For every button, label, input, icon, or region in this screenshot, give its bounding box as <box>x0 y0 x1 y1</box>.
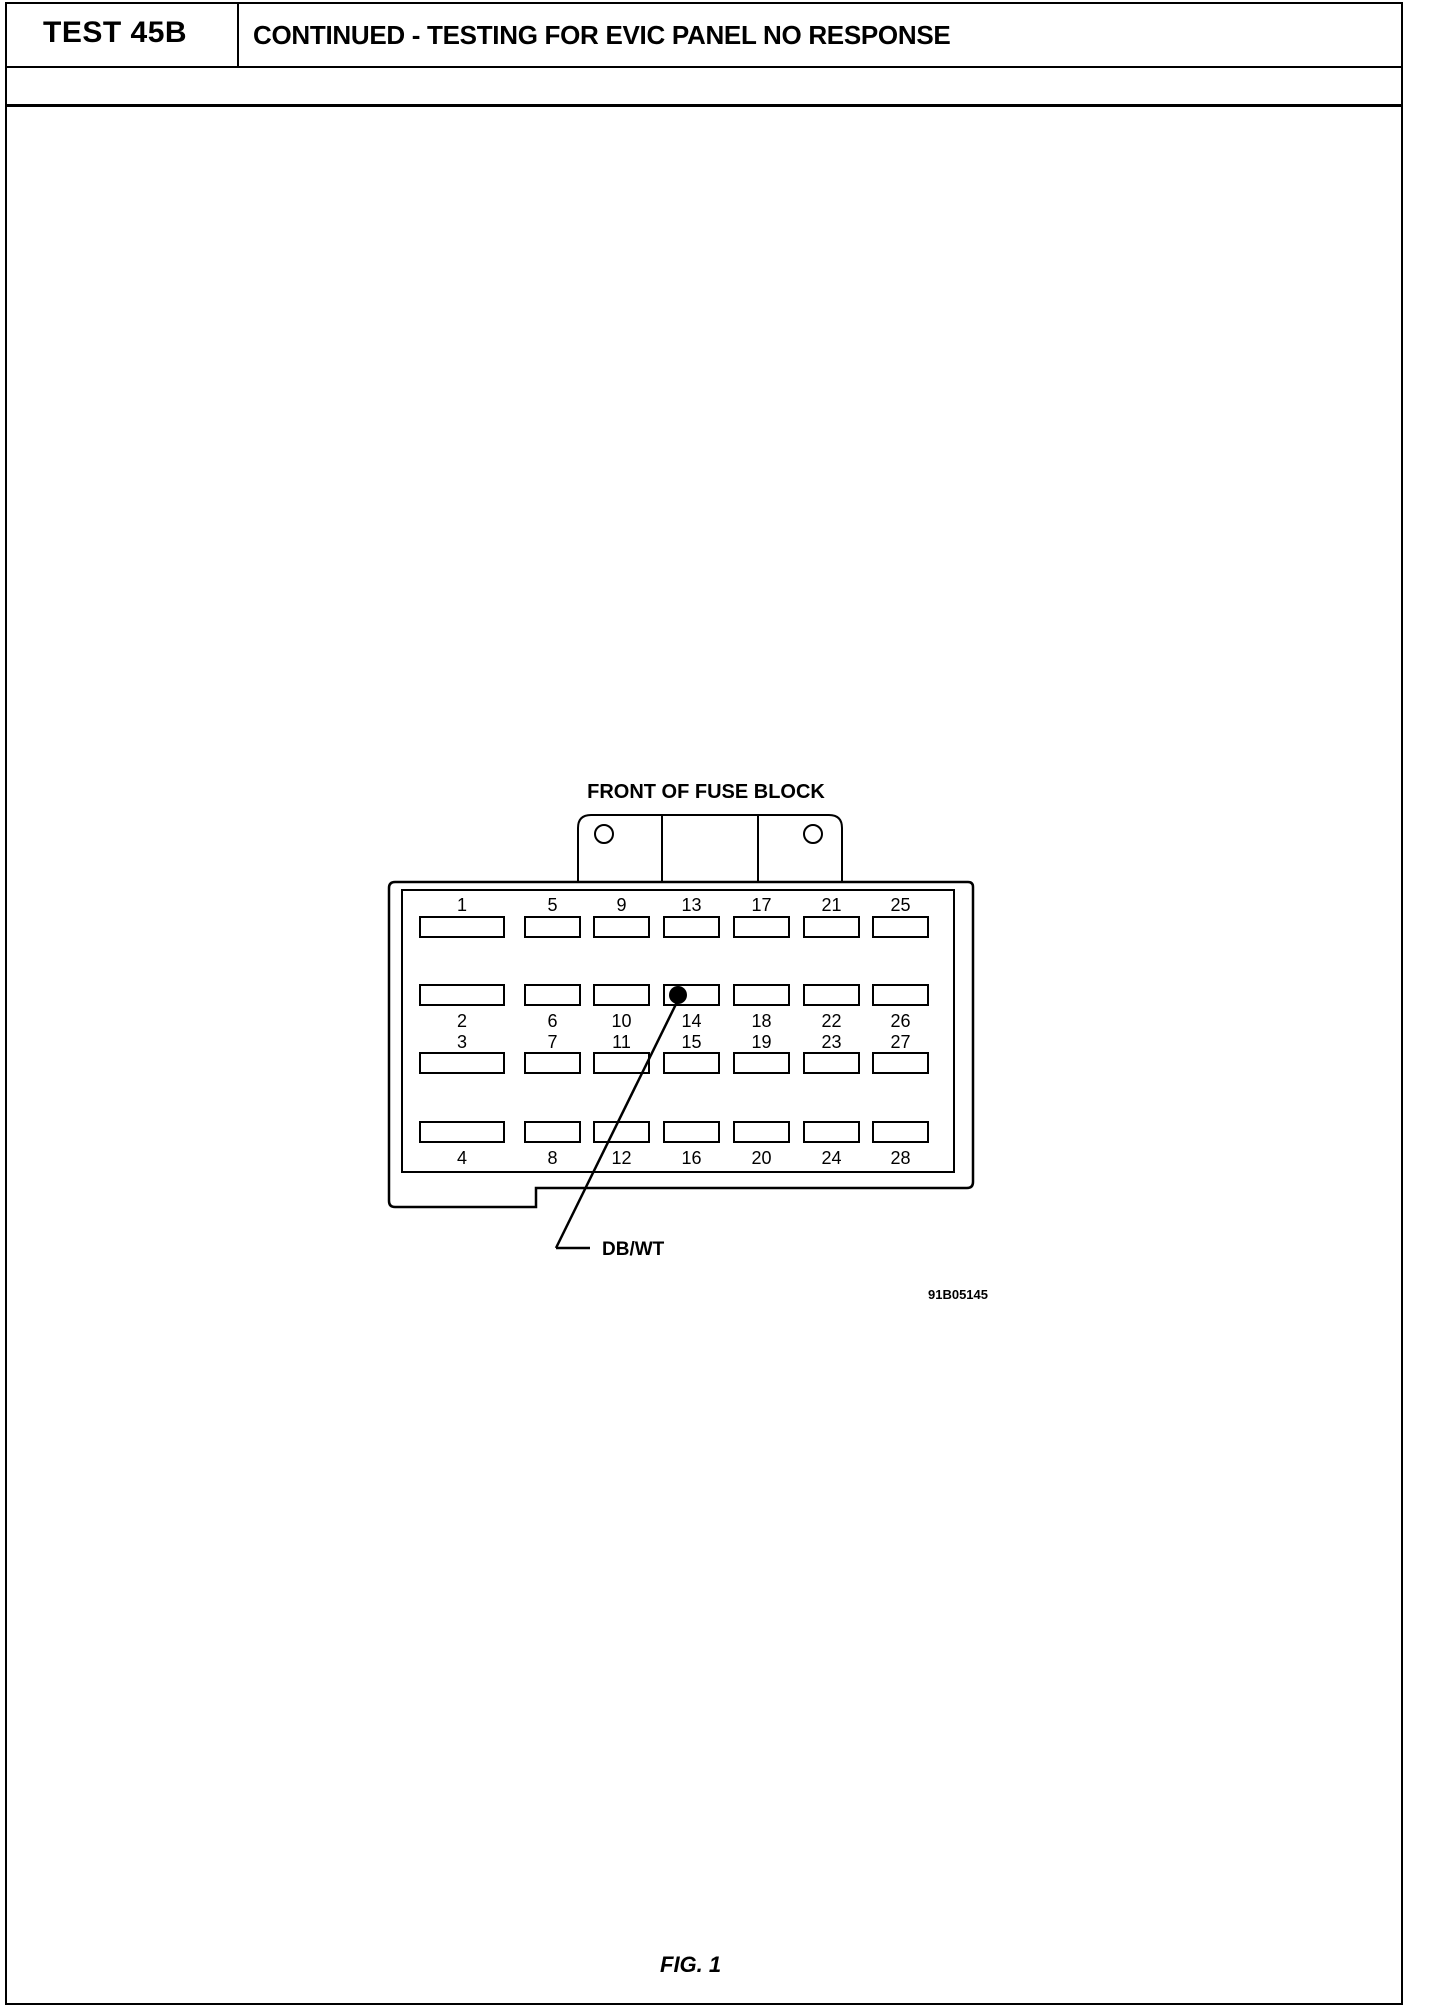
fuse-cavity <box>803 1121 860 1143</box>
cavity-number: 27 <box>890 1032 910 1052</box>
fuse-cavity <box>593 1121 650 1143</box>
cavity-number: 16 <box>681 1148 701 1168</box>
fuse-cavity <box>419 984 505 1006</box>
header-row: TEST 45B CONTINUED - TESTING FOR EVIC PA… <box>7 4 1401 68</box>
cavity-number: 9 <box>616 895 626 915</box>
fuse-cavity <box>663 984 720 1006</box>
cavity-number: 26 <box>890 1011 910 1031</box>
fuse-cavity <box>803 984 860 1006</box>
wire-lead <box>554 999 680 1249</box>
mounting-hole-left <box>594 824 614 844</box>
cavity-number: 18 <box>751 1011 771 1031</box>
cavity-number: 28 <box>890 1148 910 1168</box>
cavity-number: 25 <box>890 895 910 915</box>
fuse-cavity <box>419 1052 505 1074</box>
fuse-cavity <box>872 984 929 1006</box>
cavity-number: 15 <box>681 1032 701 1052</box>
wire-connection-dot <box>669 986 687 1004</box>
fuse-cavity <box>524 984 581 1006</box>
cavity-number: 20 <box>751 1148 771 1168</box>
fuse-cavity <box>524 916 581 938</box>
cavity-number: 14 <box>681 1011 701 1031</box>
test-id: TEST 45B <box>43 16 188 49</box>
fuse-cavity <box>524 1121 581 1143</box>
diagram-title: FRONT OF FUSE BLOCK <box>587 781 825 803</box>
fuse-block-outline <box>387 880 975 1209</box>
cavity-number: 22 <box>821 1011 841 1031</box>
cavity-number: 5 <box>547 895 557 915</box>
cavity-number: 24 <box>821 1148 841 1168</box>
fuse-cavity <box>419 1121 505 1143</box>
cavity-number: 19 <box>751 1032 771 1052</box>
fuse-cavity <box>872 916 929 938</box>
page-frame: TEST 45B CONTINUED - TESTING FOR EVIC PA… <box>5 2 1403 2005</box>
fuse-cavity <box>872 1052 929 1074</box>
fuse-cavity <box>733 984 790 1006</box>
fuse-cavity <box>803 916 860 938</box>
test-id-cell: TEST 45B <box>7 4 239 66</box>
cavity-number: 1 <box>457 895 467 915</box>
mounting-hole-right <box>803 824 823 844</box>
fuse-cavity <box>803 1052 860 1074</box>
cavity-number: 13 <box>681 895 701 915</box>
figure-id: 91B05145 <box>928 1287 988 1302</box>
fuse-cavity <box>419 916 505 938</box>
fuse-block-top-tab <box>577 814 843 882</box>
fuse-cavity <box>733 1121 790 1143</box>
fuse-block-inner-frame <box>401 889 955 1173</box>
fuse-cavity <box>733 1052 790 1074</box>
fuse-cavity <box>872 1121 929 1143</box>
fuse-cavity <box>663 916 720 938</box>
fuse-cavity <box>663 1052 720 1074</box>
cavity-number: 6 <box>547 1011 557 1031</box>
cavity-number: 10 <box>611 1011 631 1031</box>
page-title: CONTINUED - TESTING FOR EVIC PANEL NO RE… <box>253 20 951 50</box>
cavity-number: 8 <box>547 1148 557 1168</box>
fuse-cavity <box>733 916 790 938</box>
cavity-number: 21 <box>821 895 841 915</box>
fuse-cavity <box>524 1052 581 1074</box>
cavity-number: 2 <box>457 1011 467 1031</box>
cavity-number: 11 <box>612 1032 631 1052</box>
cavity-number: 3 <box>457 1032 467 1052</box>
figure-caption: FIG. 1 <box>660 1952 722 1977</box>
header-divider <box>7 104 1401 107</box>
wire-label: DB/WT <box>602 1239 665 1260</box>
fuse-cavities: 1234567891011121314151617181920212223242… <box>419 895 929 1168</box>
cavity-number: 7 <box>547 1032 557 1052</box>
fuse-cavity <box>593 984 650 1006</box>
cavity-number: 12 <box>611 1148 631 1168</box>
cavity-number: 23 <box>821 1032 841 1052</box>
fuse-cavity <box>663 1121 720 1143</box>
cavity-number: 17 <box>751 895 771 915</box>
fuse-cavity <box>593 1052 650 1074</box>
fuse-cavity <box>593 916 650 938</box>
cavity-number: 4 <box>457 1148 467 1168</box>
